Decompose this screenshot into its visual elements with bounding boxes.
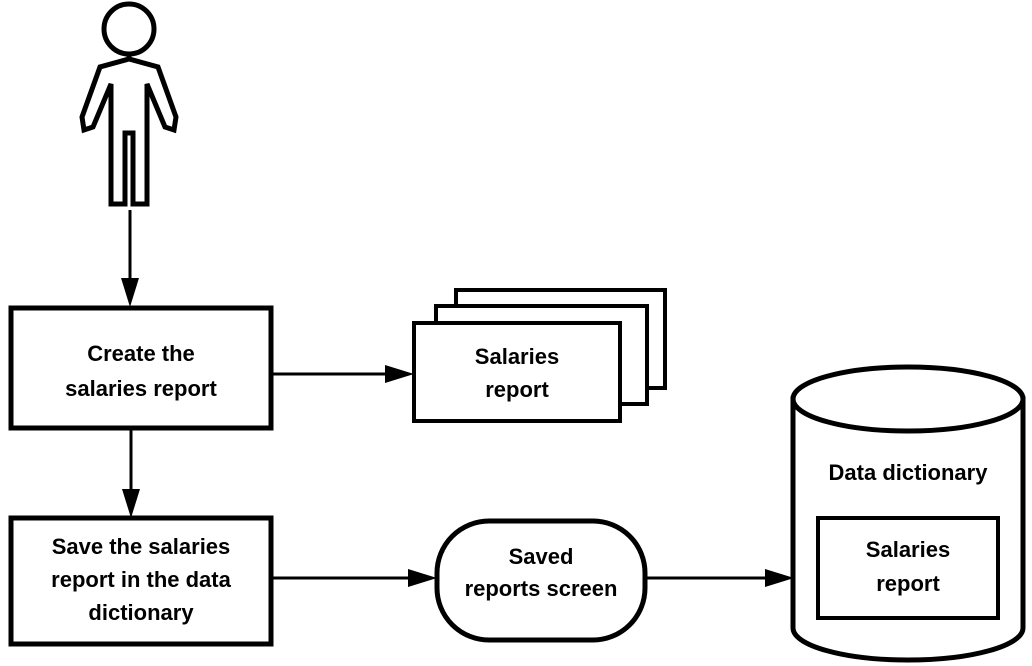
edge-create-to-save-arrowhead [122,489,140,518]
edge-create-to-save [122,428,140,518]
edge-save-to-screen [271,569,437,587]
node-salaries-report-doc-label-line1: Salaries [475,344,559,369]
edge-actor-to-create [121,210,139,307]
node-data-dictionary-inner-box[interactable] [816,516,1000,620]
node-data-dictionary[interactable]: Data dictionary Salaries report [790,364,1026,663]
actor-head-icon [101,1,157,57]
node-create-process-label-line1: Create the [87,341,195,366]
edge-create-to-doc-arrowhead [385,365,414,383]
node-create-process-label-line2: salaries report [65,376,217,401]
node-save-process-box[interactable] [8,515,274,647]
node-save-process-label-line2: report in the data [51,567,231,592]
actor-body-icon [79,56,179,207]
node-saved-reports-screen[interactable]: Saved reports screen [434,518,648,643]
node-saved-reports-screen-shape[interactable] [434,518,648,643]
node-save-process-label-line3: dictionary [88,600,194,625]
node-data-dictionary-inner-label-line2: report [876,571,940,596]
node-create-process-box[interactable] [8,305,274,431]
node-create-process[interactable]: Create the salaries report [8,305,274,431]
edge-create-to-doc [271,365,414,383]
node-salaries-report-doc-label-line2: report [485,377,549,402]
node-data-dictionary-inner-label-line1: Salaries [866,537,950,562]
node-data-dictionary-title: Data dictionary [829,460,989,485]
node-save-process[interactable]: Save the salaries report in the data dic… [8,515,274,647]
edge-screen-to-dictionary-arrowhead [765,569,794,587]
actor-person-icon [79,1,179,207]
edge-actor-to-create-arrowhead [121,278,139,307]
node-save-process-label-line1: Save the salaries [52,534,231,559]
node-salaries-report-doc-sheet-front[interactable] [412,321,622,423]
node-data-dictionary-top-ellipse [790,364,1026,434]
edge-save-to-screen-arrowhead [408,569,437,587]
edge-screen-to-dictionary [645,569,794,587]
node-saved-reports-screen-label-line1: Saved [509,544,574,569]
node-saved-reports-screen-label-line2: reports screen [465,576,618,601]
node-salaries-report-doc[interactable]: Salaries report [412,288,667,423]
